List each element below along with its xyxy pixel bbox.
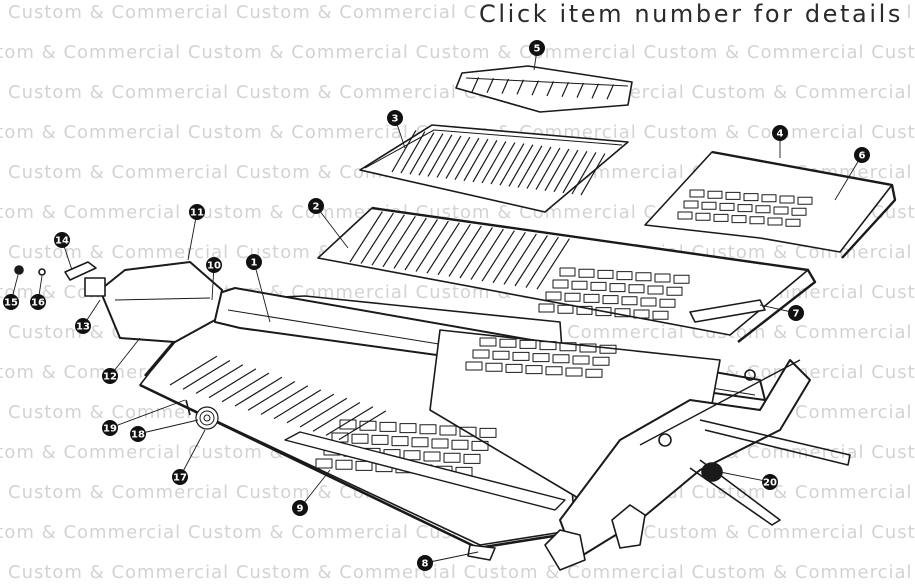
floor-panel-2 bbox=[317, 206, 817, 343]
callout-item-15[interactable]: 15 bbox=[3, 294, 19, 310]
callout-badge[interactable] bbox=[417, 555, 433, 571]
callout-item-8[interactable]: 8 bbox=[417, 555, 433, 571]
callout-number[interactable]: 5 bbox=[534, 44, 541, 55]
callout-number[interactable]: 4 bbox=[777, 129, 784, 140]
side-floor-panel-4 bbox=[644, 150, 897, 259]
callout-number[interactable]: 17 bbox=[173, 473, 187, 484]
callout-item-19[interactable]: 19 bbox=[102, 420, 118, 436]
callout-badge[interactable] bbox=[387, 110, 403, 126]
callout-badge[interactable] bbox=[102, 420, 118, 436]
callout-item-6[interactable]: 6 bbox=[854, 147, 870, 163]
callout-number[interactable]: 6 bbox=[859, 151, 866, 162]
callout-badge[interactable] bbox=[292, 500, 308, 516]
callout-number[interactable]: 13 bbox=[76, 322, 90, 333]
callout-badge[interactable] bbox=[172, 469, 188, 485]
callout-badge[interactable] bbox=[130, 426, 146, 442]
callout-badge[interactable] bbox=[772, 125, 788, 141]
callout-item-17[interactable]: 17 bbox=[172, 469, 188, 485]
callout-item-18[interactable]: 18 bbox=[130, 426, 146, 442]
callout-item-5[interactable]: 5 bbox=[529, 40, 545, 56]
callout-number[interactable]: 15 bbox=[4, 298, 18, 309]
callout-badge[interactable] bbox=[206, 257, 222, 273]
callout-item-13[interactable]: 13 bbox=[75, 318, 91, 334]
callout-number[interactable]: 11 bbox=[190, 208, 204, 219]
callout-badge[interactable] bbox=[788, 305, 804, 321]
instruction-heading: Click item number for details bbox=[477, 0, 905, 28]
callout-badge[interactable] bbox=[102, 368, 118, 384]
callout-number[interactable]: 12 bbox=[103, 372, 117, 383]
callout-badge[interactable] bbox=[189, 204, 205, 220]
callout-badge[interactable] bbox=[30, 294, 46, 310]
callout-number[interactable]: 1 bbox=[251, 258, 258, 269]
callout-badge[interactable] bbox=[75, 318, 91, 334]
callout-item-2[interactable]: 2 bbox=[308, 198, 324, 214]
callout-number[interactable]: 2 bbox=[313, 202, 320, 213]
callout-badge[interactable] bbox=[54, 232, 70, 248]
callout-item-14[interactable]: 14 bbox=[54, 232, 70, 248]
callout-badge[interactable] bbox=[246, 254, 262, 270]
callout-badge[interactable] bbox=[308, 198, 324, 214]
callout-number[interactable]: 3 bbox=[392, 114, 399, 125]
callout-badge[interactable] bbox=[762, 474, 778, 490]
callout-item-11[interactable]: 11 bbox=[189, 204, 205, 220]
callout-number[interactable]: 10 bbox=[207, 261, 221, 272]
callout-badge[interactable] bbox=[854, 147, 870, 163]
callout-number[interactable]: 14 bbox=[55, 236, 69, 247]
callout-number[interactable]: 20 bbox=[763, 478, 777, 489]
callout-number[interactable]: 19 bbox=[103, 424, 117, 435]
callout-item-20[interactable]: 20 bbox=[762, 474, 778, 490]
callout-item-10[interactable]: 10 bbox=[206, 257, 222, 273]
callout-number[interactable]: 16 bbox=[31, 298, 45, 309]
callout-item-3[interactable]: 3 bbox=[387, 110, 403, 126]
callout-number[interactable]: 9 bbox=[297, 504, 304, 515]
callout-item-7[interactable]: 7 bbox=[788, 305, 804, 321]
callout-item-16[interactable]: 16 bbox=[30, 294, 46, 310]
chassis-floor-pan bbox=[14, 261, 851, 571]
callout-item-1[interactable]: 1 bbox=[246, 254, 262, 270]
callout-number[interactable]: 8 bbox=[422, 559, 429, 570]
floor-panel-3 bbox=[359, 124, 629, 213]
callout-item-12[interactable]: 12 bbox=[102, 368, 118, 384]
rear-floor-panel-5 bbox=[455, 65, 633, 113]
callout-item-4[interactable]: 4 bbox=[772, 125, 788, 141]
callout-item-9[interactable]: 9 bbox=[292, 500, 308, 516]
callout-number[interactable]: 18 bbox=[131, 430, 145, 441]
callout-badge[interactable] bbox=[3, 294, 19, 310]
callout-number[interactable]: 7 bbox=[793, 309, 800, 320]
callout-badge[interactable] bbox=[529, 40, 545, 56]
